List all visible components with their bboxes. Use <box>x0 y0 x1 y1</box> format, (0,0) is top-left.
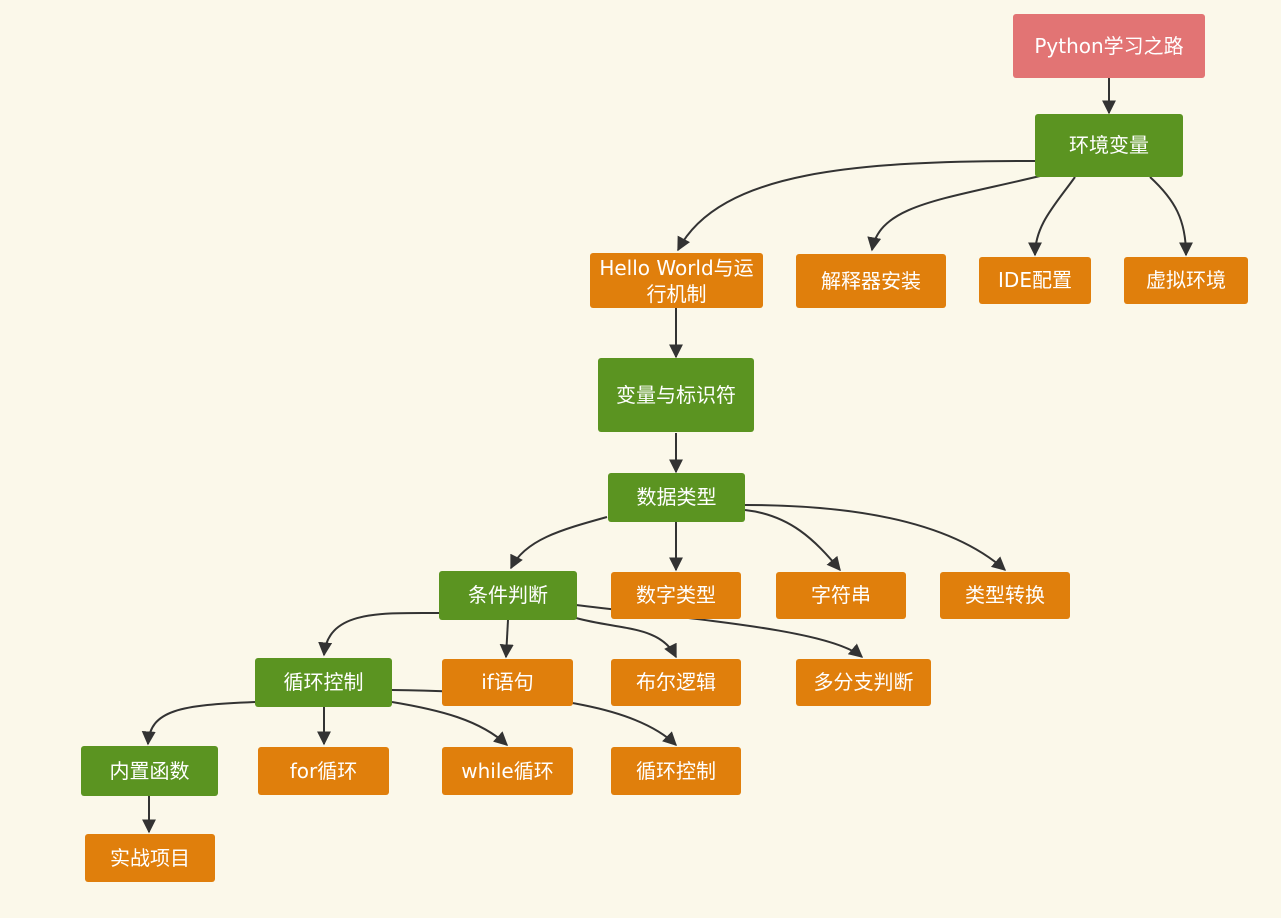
node-multi-branch[interactable]: 多分支判断 <box>796 659 931 706</box>
edge-types-cond <box>510 516 608 570</box>
node-label: 字符串 <box>811 583 871 607</box>
node-label: for循环 <box>289 758 358 783</box>
node-label: 实战项目 <box>110 845 190 870</box>
node-interpreter-install[interactable]: 解释器安装 <box>796 254 946 308</box>
node-boolean-logic[interactable]: 布尔逻辑 <box>611 659 741 706</box>
node-label: 内置函数 <box>109 758 190 783</box>
node-string[interactable]: 字符串 <box>776 572 906 619</box>
edge-types-str <box>744 509 841 572</box>
node-practical-project[interactable]: 实战项目 <box>85 834 215 882</box>
node-label: Hello World与运行机制 <box>599 255 754 306</box>
node-type-conversion[interactable]: 类型转换 <box>940 572 1070 619</box>
node-hello-world[interactable]: Hello World与运行机制 <box>590 253 763 308</box>
edge-env-ide <box>1028 176 1076 257</box>
node-python-learning-path[interactable]: Python学习之路 <box>1013 14 1205 78</box>
node-label: while循环 <box>461 758 554 783</box>
node-label: 循环控制 <box>283 670 364 694</box>
node-label: 条件判断 <box>468 583 548 607</box>
edge-loop-builtin <box>141 701 257 746</box>
node-builtin-functions[interactable]: 内置函数 <box>81 746 218 796</box>
edge-cond-if <box>499 619 514 659</box>
edge-env-interp <box>867 175 1041 252</box>
node-label: 数字类型 <box>636 583 716 607</box>
node-label: Python学习之路 <box>1034 33 1184 58</box>
edge-types-conv <box>744 504 1007 571</box>
node-label: 类型转换 <box>965 583 1045 607</box>
node-label: 变量与标识符 <box>616 382 736 407</box>
node-number-types[interactable]: 数字类型 <box>611 572 741 619</box>
node-loop-control[interactable]: 循环控制 <box>255 658 392 707</box>
node-label: 循环控制 <box>636 758 716 783</box>
node-label: 环境变量 <box>1069 133 1149 157</box>
node-data-types[interactable]: 数据类型 <box>608 473 745 522</box>
node-label: if语句 <box>481 670 534 694</box>
edge-env-venv <box>1149 176 1193 257</box>
edge-cond-bool <box>575 617 677 659</box>
node-while-loop[interactable]: while循环 <box>442 747 573 795</box>
node-environment-variables[interactable]: 环境变量 <box>1035 114 1183 177</box>
node-label: 数据类型 <box>636 485 717 509</box>
node-loop-control-leaf[interactable]: 循环控制 <box>611 747 741 795</box>
node-virtual-env[interactable]: 虚拟环境 <box>1124 257 1248 304</box>
node-if-statement[interactable]: if语句 <box>442 659 573 706</box>
node-label: 布尔逻辑 <box>636 670 716 694</box>
node-for-loop[interactable]: for循环 <box>258 747 389 795</box>
edge-loop-while <box>391 701 509 746</box>
node-ide-config[interactable]: IDE配置 <box>979 257 1091 304</box>
node-label: 解释器安装 <box>821 268 921 293</box>
node-conditional[interactable]: 条件判断 <box>439 571 577 620</box>
edge-env-hello <box>677 160 1037 252</box>
node-variables-identifiers[interactable]: 变量与标识符 <box>598 358 754 432</box>
node-label: IDE配置 <box>998 268 1072 292</box>
node-label: 多分支判断 <box>813 670 914 694</box>
edge-cond-loop <box>318 611 440 657</box>
node-label: 虚拟环境 <box>1146 268 1226 292</box>
